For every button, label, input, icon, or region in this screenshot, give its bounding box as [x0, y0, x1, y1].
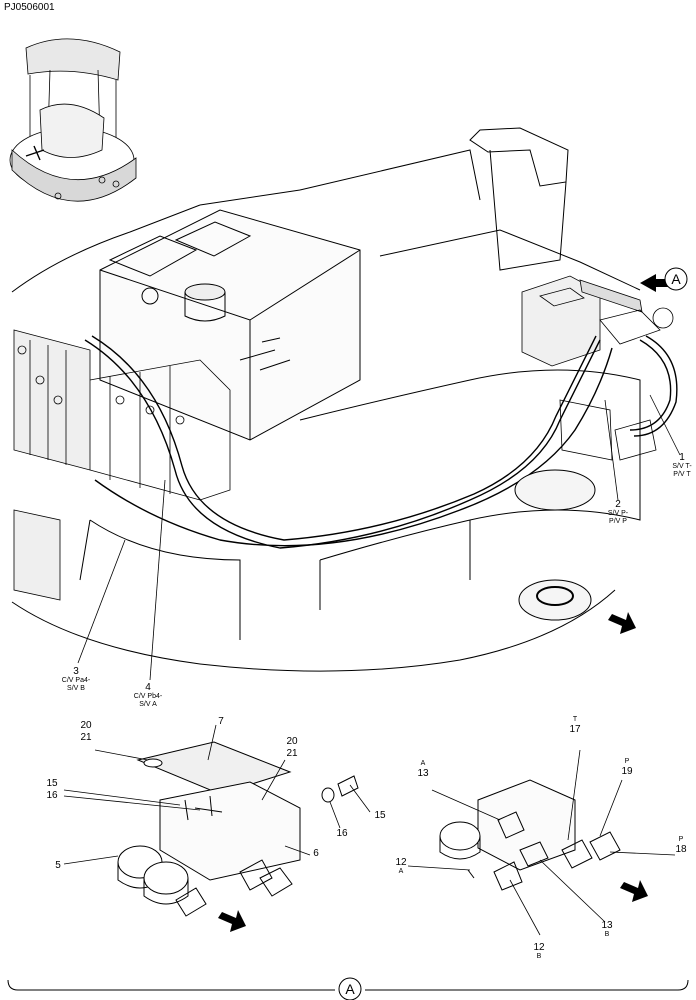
callout-number: 13: [417, 768, 429, 779]
callout-2: 2 S/V P- P/V P: [603, 499, 633, 526]
solenoid-valve-assembly-installed: [521, 275, 674, 461]
leader-lines: [63, 394, 681, 936]
control-valve-block: [13, 329, 231, 601]
port-letter: B: [536, 953, 542, 960]
exploded-view-left: [117, 741, 359, 917]
callout-number: 18: [675, 844, 687, 855]
callout-number: 3: [73, 666, 79, 677]
swing-bearing: [514, 469, 596, 621]
callout-18-p: P 18: [672, 836, 690, 855]
port-letter: P: [678, 836, 684, 843]
callout-16-bolt: 16: [336, 828, 348, 839]
callout-desc: S/V T-: [672, 463, 692, 470]
direction-arrow: [218, 274, 670, 932]
callout-number: 12: [533, 942, 545, 953]
port-letter: T: [572, 716, 578, 723]
machine-overview-inset: [9, 38, 137, 202]
callout-21-right: 21: [286, 748, 298, 759]
view-a-bracket: [7, 267, 689, 1000]
document-id: PJ0506001: [4, 2, 55, 13]
callout-12-b: 12 B: [530, 942, 548, 961]
callout-5: 5: [55, 860, 61, 871]
callout-13-a: A 13: [414, 760, 432, 779]
callout-number: 17: [569, 724, 581, 735]
hydraulic-tank: [99, 209, 361, 441]
callout-13-b: 13 B: [598, 920, 616, 939]
callout-desc: P/V T: [673, 471, 691, 478]
upper-frame: [11, 127, 641, 672]
callout-4: 4 C/V Pb4- S/V A: [130, 682, 166, 709]
callout-desc: P/V P: [609, 518, 627, 525]
callout-number: 13: [601, 920, 613, 931]
callout-15-bolt: 15: [374, 810, 386, 821]
callout-7: 7: [218, 716, 224, 727]
callout-6: 6: [313, 848, 319, 859]
callout-20-left: 20: [80, 720, 92, 731]
port-letter: A: [420, 760, 426, 767]
view-a-marker-top: A: [671, 271, 681, 287]
callout-21-left: 21: [80, 732, 92, 743]
callout-number: 2: [615, 499, 621, 510]
hydraulic-hoses: [84, 335, 678, 549]
callout-1: 1 S/V T- P/V T: [668, 452, 696, 479]
callout-20-right: 20: [286, 736, 298, 747]
view-a-marker-bottom: A: [345, 981, 355, 997]
callout-12-a: 12 A: [392, 857, 410, 876]
callout-number: 4: [145, 682, 151, 693]
callout-number: 1: [679, 452, 685, 463]
callout-16-left: 16: [46, 790, 58, 801]
callout-number: 12: [395, 857, 407, 868]
callout-desc: S/V A: [139, 701, 157, 708]
callout-3: 3 C/V Pa4- S/V B: [58, 666, 94, 693]
callout-15-left: 15: [46, 778, 58, 789]
port-letter: P: [624, 758, 630, 765]
port-letter: B: [604, 931, 610, 938]
callout-19-p: P 19: [618, 758, 636, 777]
callout-desc: C/V Pa4-: [61, 677, 91, 684]
callout-17-t: T 17: [566, 716, 584, 735]
callout-desc: C/V Pb4-: [133, 693, 163, 700]
exploded-view-right: [439, 779, 621, 891]
port-letter: A: [398, 868, 404, 875]
callout-number: 19: [621, 766, 633, 777]
callout-desc: S/V B: [67, 685, 85, 692]
callout-desc: S/V P-: [607, 510, 629, 517]
